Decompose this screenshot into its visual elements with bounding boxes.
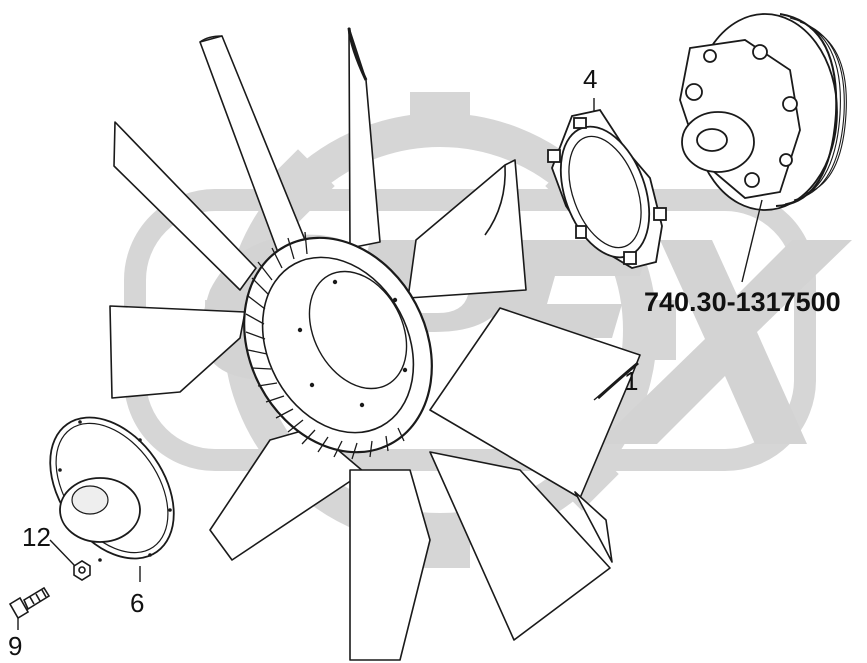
callout-6: 6	[130, 588, 144, 618]
leader-lines	[17, 98, 763, 630]
callout-9: 9	[8, 631, 22, 661]
assembly-part-number: 740.30-1317500	[644, 287, 841, 317]
adapter-ring	[547, 108, 667, 269]
fan-blades	[109, 27, 641, 661]
cover-plate	[49, 416, 175, 562]
callout-1: 1	[624, 366, 638, 396]
nut	[73, 560, 91, 581]
callout-4: 4	[583, 64, 597, 94]
fan-clutch-assembly	[679, 13, 847, 211]
callout-12: 12	[22, 522, 51, 552]
bolt	[8, 586, 51, 620]
fan-hub-ring	[243, 231, 433, 460]
